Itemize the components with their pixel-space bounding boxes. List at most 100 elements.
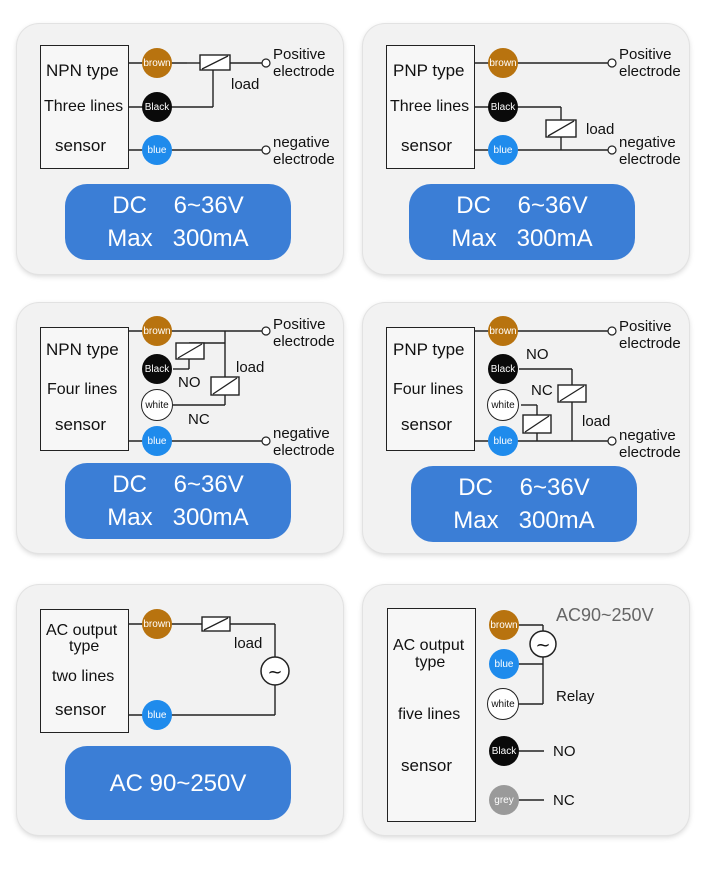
ac-symbol: ~	[535, 635, 550, 656]
load-label: load	[236, 359, 265, 376]
sensor-lines: two lines	[52, 668, 115, 685]
voltage-text: DC 6~36V	[112, 192, 244, 219]
current-text: Max 300mA	[451, 225, 593, 252]
negative-electrode-label: negative electrode	[619, 427, 681, 461]
sensor-box	[40, 327, 129, 451]
wire-black: Black	[489, 736, 519, 766]
current-text: Max 300mA	[107, 225, 249, 252]
sensor-word: sensor	[55, 136, 107, 155]
wire-blue: blue	[488, 135, 518, 165]
npn-three-line-card: NPN type Three lines sensor brown Black …	[17, 24, 343, 274]
positive-electrode-label: Positive electrode	[273, 316, 335, 350]
terminal-positive	[261, 58, 271, 68]
terminal-positive	[607, 326, 617, 336]
wire-blue: blue	[142, 135, 172, 165]
sensor-type-line2: type	[415, 654, 446, 671]
wire-brown: brown	[142, 48, 172, 78]
spec-panel: AC 90~250V	[65, 746, 291, 820]
positive-electrode-label: Positive electrode	[273, 46, 335, 80]
sensor-type-line2: type	[69, 638, 100, 655]
wire-grey: grey	[489, 785, 519, 815]
ac-source-icon	[529, 630, 557, 658]
wire-blue: blue	[142, 700, 172, 730]
pnp-three-line-card: PNP type Three lines sensor brown Black …	[363, 24, 689, 274]
wire-brown: brown	[142, 316, 172, 346]
nc-label: NC	[531, 382, 553, 399]
no-label: NO	[178, 374, 201, 391]
terminal-negative	[607, 145, 617, 155]
ac-five-line-card: ~ AC output type five lines sensor brown…	[363, 585, 689, 835]
sensor-type: NPN type	[46, 340, 119, 359]
sensor-box	[40, 45, 129, 169]
positive-electrode-label: Positive electrode	[619, 318, 681, 352]
spec-panel: DC 6~36V Max 300mA	[411, 466, 637, 542]
terminal-negative	[261, 436, 271, 446]
wiring-lines	[474, 326, 617, 446]
sensor-word: sensor	[55, 415, 107, 434]
wire-blue: blue	[142, 426, 172, 456]
wire-blue: blue	[488, 426, 518, 456]
voltage-text: DC 6~36V	[456, 192, 588, 219]
sensor-box	[386, 45, 475, 169]
wire-brown: brown	[488, 316, 518, 346]
load-label: load	[586, 121, 615, 138]
ac-two-line-card: ~ AC output type two lines sensor brown …	[17, 585, 343, 835]
no-label: NO	[553, 743, 576, 760]
sensor-box	[40, 609, 129, 733]
spec-panel: DC 6~36V Max 300mA	[65, 463, 291, 539]
negative-electrode-label: negative electrode	[619, 134, 681, 168]
spec-panel: DC 6~36V Max 300mA	[65, 184, 291, 260]
wire-black: Black	[488, 354, 518, 384]
sensor-lines: Four lines	[47, 381, 118, 398]
nc-label: NC	[188, 411, 210, 428]
wire-white: white	[141, 389, 173, 421]
wire-white: white	[487, 389, 519, 421]
voltage-text: DC 6~36V	[112, 471, 244, 498]
sensor-lines: Three lines	[44, 98, 124, 115]
wire-brown: brown	[488, 48, 518, 78]
sensor-lines: Three lines	[390, 98, 470, 115]
wiring-lines	[128, 326, 271, 446]
ac-source-icon	[260, 656, 290, 686]
wire-black: Black	[142, 354, 172, 384]
sensor-box	[386, 327, 475, 451]
npn-four-line-card: NPN type Four lines sensor brown Black w…	[17, 303, 343, 553]
sensor-word: sensor	[55, 700, 107, 719]
load-label: load	[234, 635, 263, 652]
sensor-word: sensor	[401, 136, 453, 155]
ac-voltage-label: AC90~250V	[556, 605, 654, 625]
sensor-word: sensor	[401, 756, 453, 775]
wire-black: Black	[488, 92, 518, 122]
sensor-type: PNP type	[393, 340, 465, 359]
wire-blue: blue	[489, 649, 519, 679]
wire-brown: brown	[489, 610, 519, 640]
load-label: load	[582, 413, 611, 430]
nc-label: NC	[553, 792, 575, 809]
sensor-type-line1: AC output	[46, 622, 118, 639]
terminal-positive	[261, 326, 271, 336]
negative-electrode-label: negative electrode	[273, 425, 335, 459]
spec-panel: DC 6~36V Max 300mA	[409, 184, 635, 260]
terminal-negative	[607, 436, 617, 446]
current-text: Max 300mA	[453, 507, 595, 534]
negative-electrode-label: negative electrode	[273, 134, 335, 168]
sensor-type: NPN type	[46, 61, 119, 80]
wire-black: Black	[142, 92, 172, 122]
sensor-lines: five lines	[398, 706, 461, 723]
terminal-negative	[261, 145, 271, 155]
positive-electrode-label: Positive electrode	[619, 46, 681, 80]
pnp-four-line-card: PNP type Four lines sensor brown Black w…	[363, 303, 689, 553]
sensor-type: PNP type	[393, 61, 465, 80]
ac-symbol: ~	[267, 662, 282, 683]
no-label: NO	[526, 346, 549, 363]
voltage-text: DC 6~36V	[458, 474, 590, 501]
terminal-positive	[607, 58, 617, 68]
current-text: Max 300mA	[107, 504, 249, 531]
sensor-word: sensor	[401, 415, 453, 434]
relay-label: Relay	[556, 688, 595, 705]
wire-white: white	[487, 688, 519, 720]
voltage-text: AC 90~250V	[109, 769, 247, 797]
wiring-lines: ~	[518, 624, 557, 801]
wire-brown: brown	[142, 609, 172, 639]
sensor-type-line1: AC output	[393, 637, 465, 654]
